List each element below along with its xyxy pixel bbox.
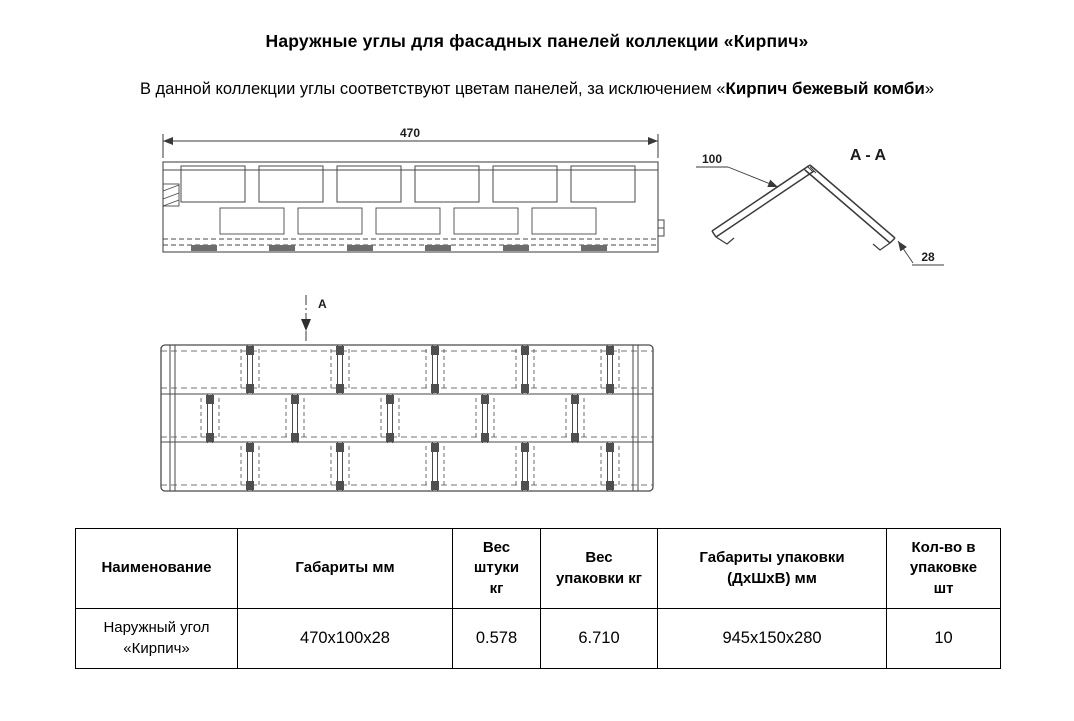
plan-view-outline <box>160 344 654 492</box>
cell-pack-weight: 6.710 <box>540 608 658 669</box>
col-header-piece-weight: Вес штуки кг <box>452 528 541 609</box>
section-mark-label: A <box>318 297 327 311</box>
dim-width-label: 100 <box>702 152 722 166</box>
table-row: Наружный угол «Кирпич» 470х100х28 0.578 … <box>75 608 1001 669</box>
section-aa-drawing: A - A 100 <box>696 147 944 266</box>
col-header-dimensions: Габариты мм <box>237 528 453 609</box>
side-view-drawing: 470 <box>162 128 665 253</box>
col-header-pack-quantity: Кол-во в упаковке шт <box>886 528 1001 609</box>
cell-name: Наружный угол «Кирпич» <box>75 608 238 669</box>
dimension-28-lines <box>897 240 944 266</box>
cell-piece-weight: 0.578 <box>452 608 541 669</box>
table-header-row: Наименование Габариты мм Вес штуки кг Ве… <box>75 528 1001 609</box>
page-subtitle: В данной коллекции углы соответствуют цв… <box>0 79 1074 99</box>
page-title: Наружные углы для фасадных панелей колле… <box>265 31 809 51</box>
side-view-body <box>162 161 659 253</box>
dim-thickness-label: 28 <box>921 250 935 264</box>
cell-dimensions: 470х100х28 <box>237 608 453 669</box>
dim-length-label: 470 <box>400 128 420 140</box>
section-cut-line <box>301 295 311 343</box>
side-view-second-row <box>163 207 658 246</box>
section-hooks <box>715 236 891 251</box>
col-header-pack-weight: Вес упаковки кг <box>540 528 658 609</box>
section-label: A - A <box>850 147 887 164</box>
subtitle-text: В данной коллекции углы соответствуют цв… <box>139 80 717 98</box>
plan-view-rows <box>161 350 653 486</box>
col-header-name: Наименование <box>75 528 238 609</box>
dimension-100-lines <box>696 166 779 188</box>
col-header-pack-dimensions: Габариты упаковки (ДхШхВ) мм <box>657 528 887 609</box>
side-view-feet <box>191 245 607 251</box>
plan-view-drawing: A <box>160 295 654 492</box>
cell-pack-dimensions: 945х150х280 <box>657 608 887 669</box>
dimension-470-lines <box>162 134 659 158</box>
cell-pack-quantity: 10 <box>886 608 1001 669</box>
subtitle-quote-close: » <box>924 80 935 98</box>
subtitle-bold-text: Кирпич бежевый комби <box>725 79 925 98</box>
side-view-left-end <box>162 183 180 207</box>
section-apex-hatch <box>803 165 817 176</box>
side-view-right-end <box>658 219 665 237</box>
section-profile <box>711 164 896 244</box>
subtitle-quote-open: « <box>716 80 726 98</box>
spec-table: Наименование Габариты мм Вес штуки кг Ве… <box>75 528 1001 669</box>
